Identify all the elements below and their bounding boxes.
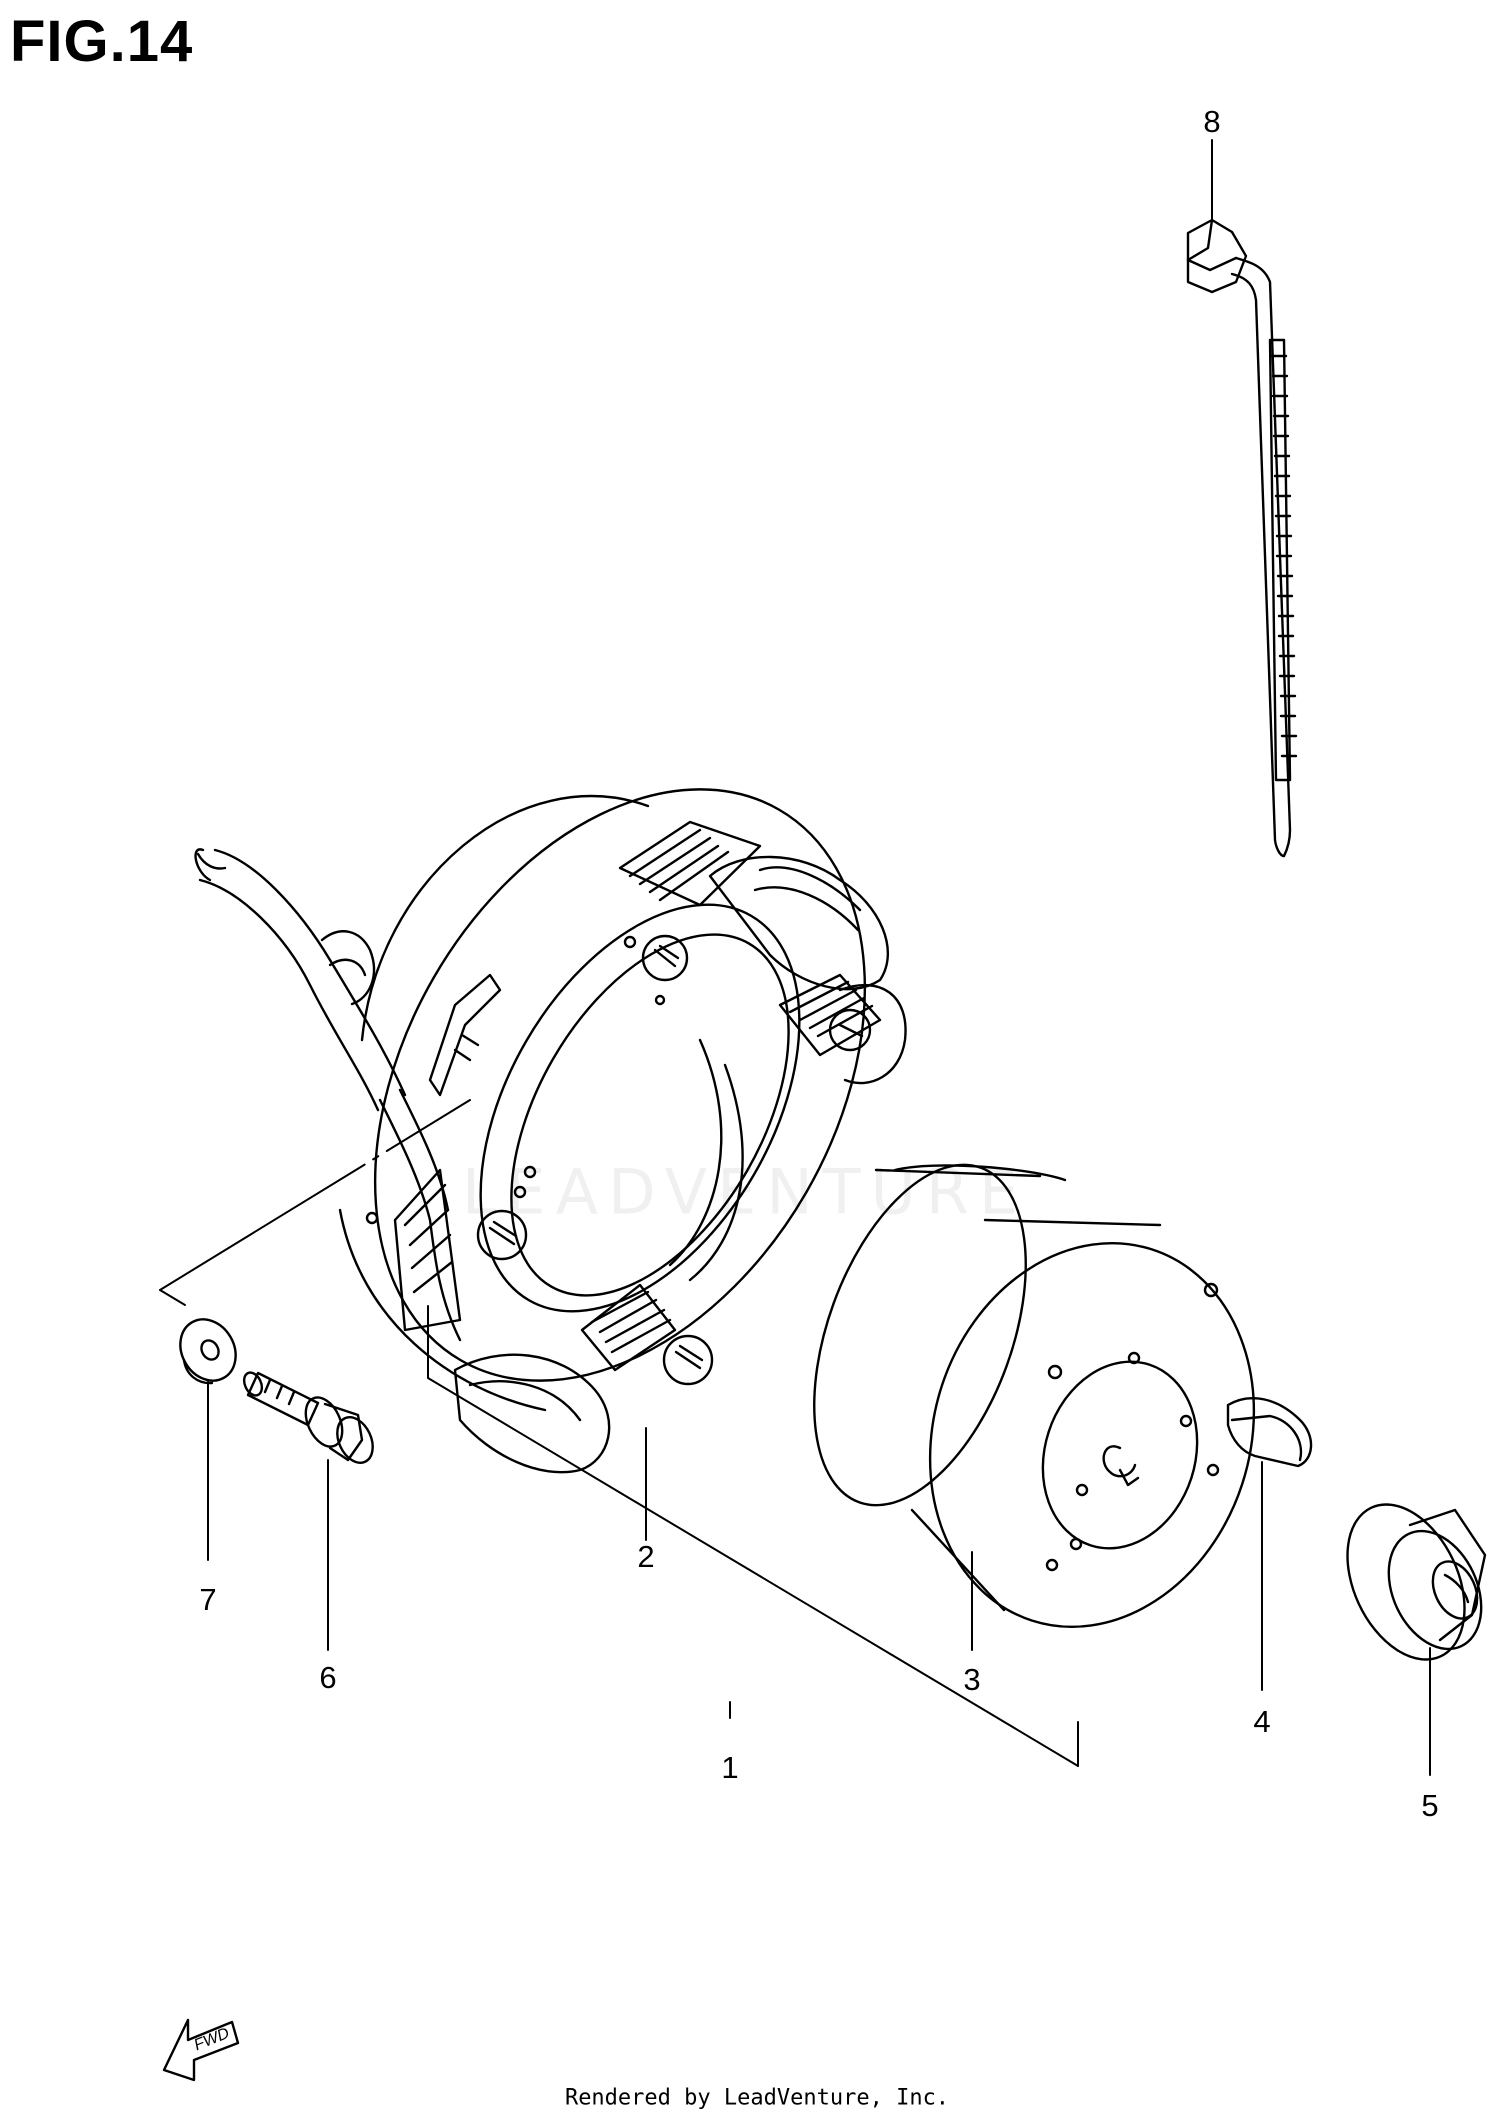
footer-credit: Rendered by LeadVenture, Inc.: [564, 2085, 950, 2111]
nut-part[interactable]: [1324, 1486, 1499, 1679]
callout-5[interactable]: 5: [1421, 1788, 1439, 1823]
callout-1[interactable]: 1: [721, 1750, 739, 1785]
key-part[interactable]: [1228, 1398, 1311, 1466]
callout-7[interactable]: 7: [199, 1582, 217, 1617]
callout-8[interactable]: 8: [1203, 104, 1221, 139]
bolt-part[interactable]: [241, 1370, 380, 1469]
washer-part[interactable]: [169, 1309, 246, 1390]
callout-2[interactable]: 2: [637, 1539, 655, 1574]
leader-lines: [160, 140, 1430, 1775]
rotor-part[interactable]: [773, 1136, 1303, 1669]
callout-3[interactable]: 3: [963, 1662, 981, 1697]
stator-part[interactable]: [196, 702, 966, 1472]
figure-title: FIG.14: [10, 9, 194, 74]
callout-6[interactable]: 6: [319, 1660, 337, 1695]
fwd-arrow-icon: [164, 2020, 238, 2080]
cable-tie-part[interactable]: [1188, 220, 1296, 856]
callout-4[interactable]: 4: [1253, 1704, 1271, 1739]
